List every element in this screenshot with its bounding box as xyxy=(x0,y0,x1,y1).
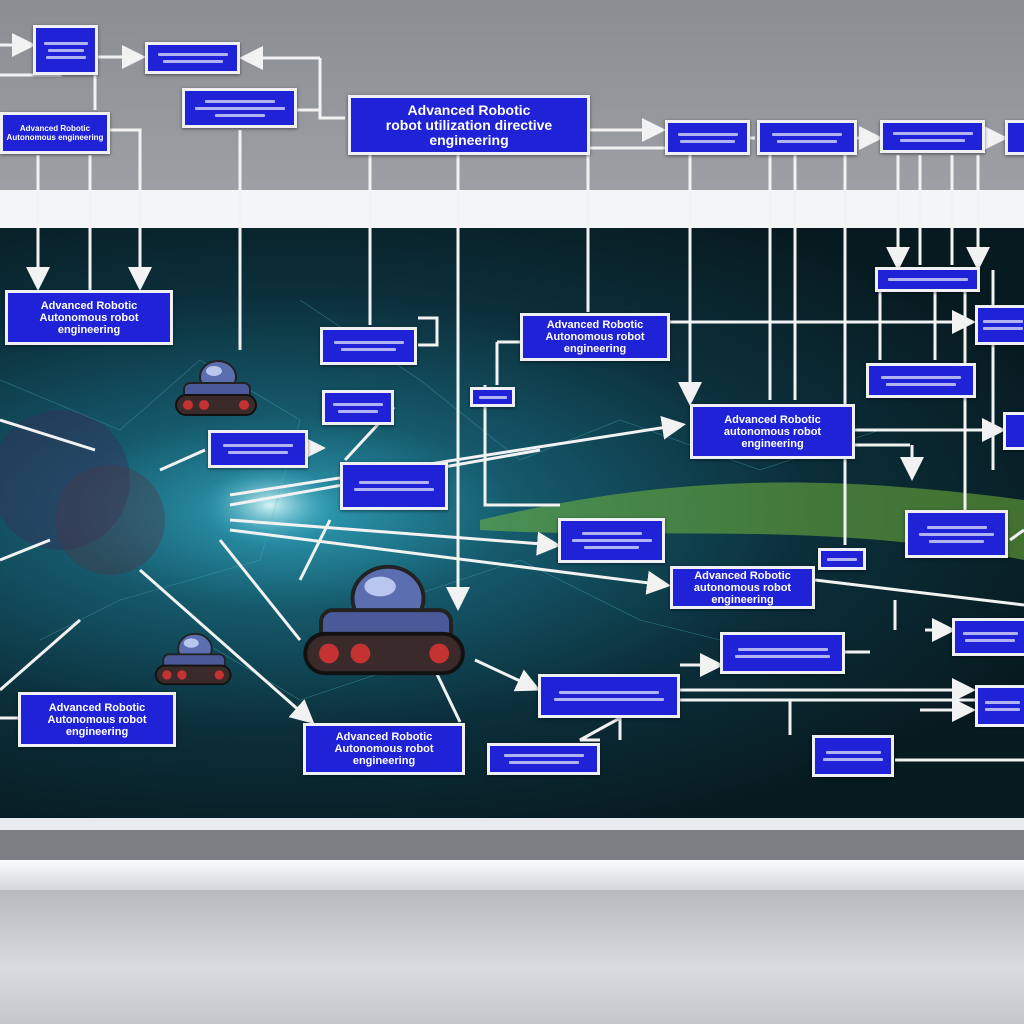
node-small xyxy=(818,548,866,570)
node-small xyxy=(208,430,308,468)
wall-strip xyxy=(0,190,1024,228)
node-small xyxy=(470,387,515,407)
node-subtitle: autonomous robot xyxy=(693,581,792,594)
node-subtitle: autonomous robot xyxy=(723,425,822,438)
node-footer: engineering xyxy=(741,437,804,450)
green-wave xyxy=(480,482,1024,560)
node-title: Advanced Robotic xyxy=(724,413,821,426)
node-top-small-4 xyxy=(665,120,750,155)
main-node-footer: engineering xyxy=(429,131,509,148)
node-top-small-6 xyxy=(880,120,985,153)
node-title: Advanced Robotic xyxy=(335,731,433,743)
ledge xyxy=(0,860,1024,890)
tank-robot-large-icon xyxy=(303,564,465,676)
node-subtitle: Autonomous engineering xyxy=(6,133,104,142)
main-node-title: Advanced Robotic xyxy=(407,101,531,118)
node-title: Advanced Robotic xyxy=(19,124,91,133)
node-title: Advanced Robotic xyxy=(40,299,138,312)
node-footer: engineering xyxy=(711,593,774,606)
node-small xyxy=(812,735,894,777)
node-edge xyxy=(975,685,1024,727)
node-subtitle: Autonomous robot xyxy=(39,311,139,324)
node-small xyxy=(905,510,1008,558)
node-small xyxy=(538,674,680,718)
node-small xyxy=(720,632,845,674)
floor xyxy=(0,890,1024,1024)
main-node: Advanced Robotic robot utilization direc… xyxy=(348,95,590,155)
node-small xyxy=(866,363,976,398)
node-top-small-2 xyxy=(145,42,240,74)
node-subtitle: Autonomous robot xyxy=(334,743,434,755)
node-small xyxy=(952,618,1024,656)
node-small xyxy=(558,518,665,563)
node-small xyxy=(487,743,600,775)
light-burst xyxy=(200,465,340,545)
node-footer: engineering xyxy=(563,343,627,355)
node-small xyxy=(975,305,1024,345)
node-top-small-3 xyxy=(182,88,297,128)
node-top-edge xyxy=(1005,120,1024,155)
node-footer: engineering xyxy=(352,755,416,767)
network-mesh xyxy=(0,299,881,701)
panel-frame xyxy=(0,818,1024,830)
node-subtitle: Autonomous robot xyxy=(47,713,147,726)
tank-robot-small-icon xyxy=(154,632,232,686)
node-small xyxy=(320,327,417,365)
node-top-small-1 xyxy=(33,25,98,75)
node-small xyxy=(340,462,448,510)
node-footer: engineering xyxy=(65,725,129,738)
wall-base xyxy=(0,830,1024,860)
node-top-small-5 xyxy=(757,120,857,155)
node-title: Advanced Robotic xyxy=(546,319,644,331)
node-footer: engineering xyxy=(57,323,121,336)
tank-robot-icon xyxy=(175,360,257,416)
node-subtitle: Autonomous robot xyxy=(545,331,645,343)
node-small xyxy=(875,267,980,292)
particle-cloud xyxy=(0,410,165,575)
node-small xyxy=(322,390,394,425)
main-node-subtitle: robot utilization directive xyxy=(385,116,553,133)
node-edge xyxy=(1003,412,1024,450)
node-title: Advanced Robotic xyxy=(694,569,791,582)
node-title: Advanced Robotic xyxy=(48,701,146,714)
